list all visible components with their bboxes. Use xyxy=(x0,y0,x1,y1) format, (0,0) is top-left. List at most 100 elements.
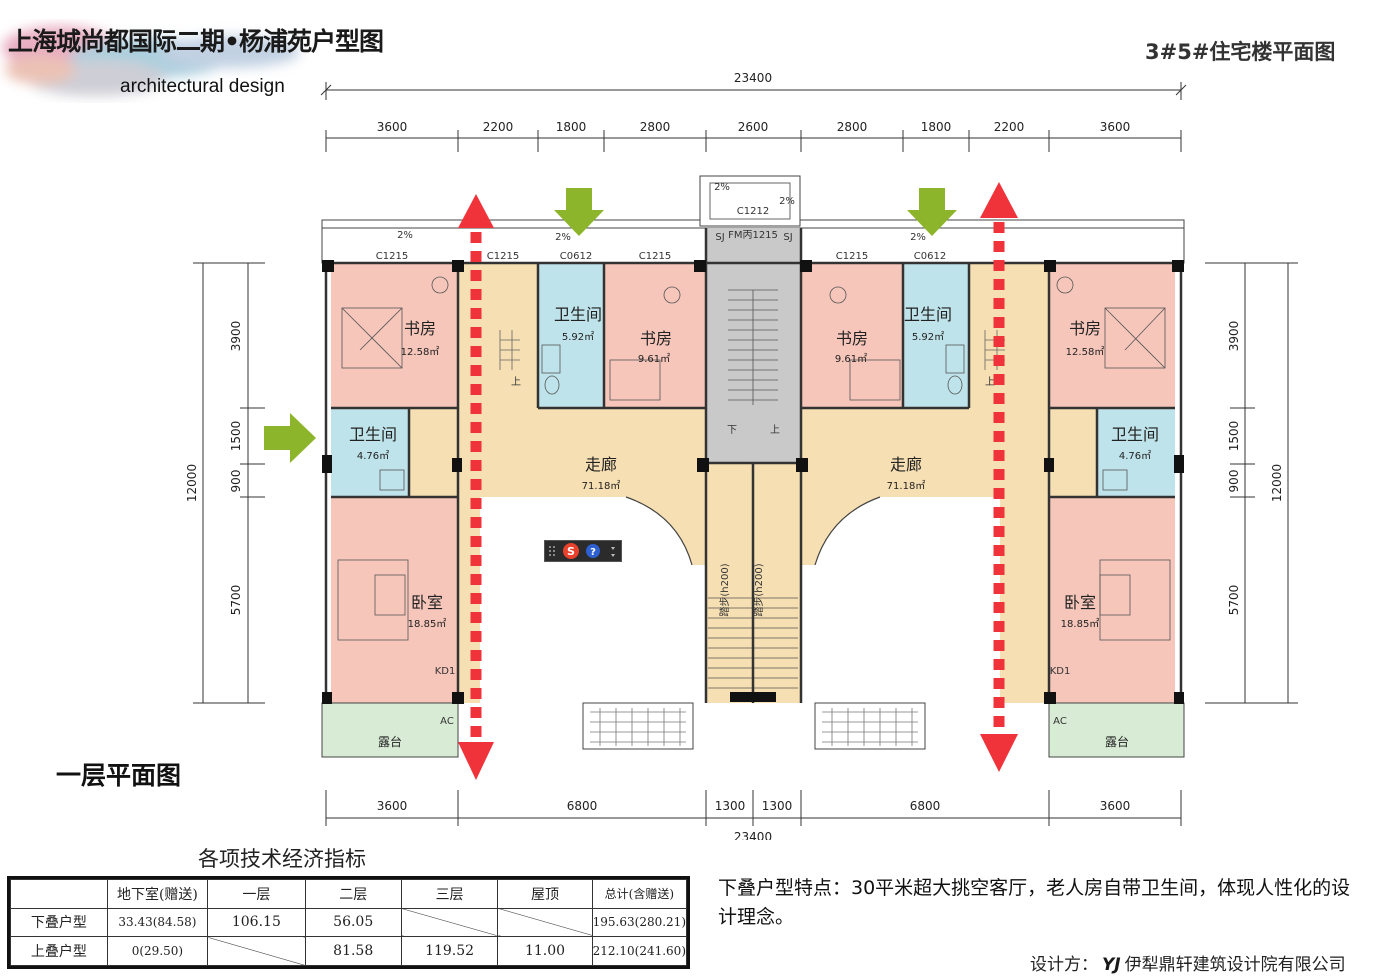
green-arrow-top-right xyxy=(907,188,957,236)
label-corridor-left: 走廊 xyxy=(585,455,617,474)
area-corridor-left: 71.18㎡ xyxy=(582,480,621,492)
room-bath-left-top xyxy=(538,263,604,408)
area-bath-left-top: 5.92㎡ xyxy=(562,331,594,343)
sj-left: SJ xyxy=(715,232,724,243)
room-study-right-mid xyxy=(801,263,903,408)
label-down-core: 下 xyxy=(727,425,737,436)
top-dim-5: 2600 xyxy=(738,120,769,134)
label-up-right: 上 xyxy=(985,376,995,388)
svg-text:S: S xyxy=(567,545,575,558)
top-dim-9: 3600 xyxy=(1100,120,1131,134)
label-bath-left-small: 卫生间 xyxy=(349,425,397,444)
left-dimension-line xyxy=(193,262,265,704)
area-study-right: 12.58㎡ xyxy=(1066,346,1105,358)
table-row: 下叠户型 33.43(84.58) 106.15 56.05 195.63(28… xyxy=(10,907,688,938)
label-study-left: 书房 xyxy=(404,319,436,338)
area-study-left-mid: 9.61㎡ xyxy=(638,353,670,365)
top-dimension-line xyxy=(325,130,1182,152)
page-title: 上海城尚都国际二期•杨浦苑户型图 xyxy=(8,27,384,56)
ime-toolbar[interactable]: S ? xyxy=(544,540,622,562)
top-total-label: 23400 xyxy=(734,71,772,85)
sogou-ime-icon xyxy=(563,543,579,559)
label-terrace-left: 露台 xyxy=(378,734,402,749)
table-cell: 下叠户型 xyxy=(10,907,108,938)
area-study-left: 12.58㎡ xyxy=(401,346,440,358)
brush-decoration xyxy=(2,26,300,96)
help-icon xyxy=(586,544,600,558)
terrace-right xyxy=(1048,702,1185,758)
window-c0612-2: C0612 xyxy=(914,251,946,262)
page-subtitle: architectural design xyxy=(120,76,285,97)
svg-text:?: ? xyxy=(590,547,596,558)
floor-title: 一层平面图 xyxy=(56,761,182,790)
terrace-left xyxy=(321,702,459,758)
right-dim-4: 5700 xyxy=(1227,585,1241,616)
left-dim-2: 1500 xyxy=(229,421,243,452)
room-study-right xyxy=(1049,263,1175,408)
label-ac-left: AC xyxy=(440,716,454,727)
building-title: 3#5#住宅楼平面图 xyxy=(1145,40,1336,64)
table-header-cell: 一层 xyxy=(207,879,306,909)
top-dim-2: 2200 xyxy=(483,120,514,134)
top-dim-6: 2800 xyxy=(837,120,868,134)
table-header-cell: 总计(含赠送) xyxy=(591,879,688,909)
table-cell: 81.58 xyxy=(304,936,402,966)
table-cell: 106.15 xyxy=(207,907,306,938)
label-study-left-mid: 书房 xyxy=(640,329,672,348)
slope-2: 2% xyxy=(779,196,795,207)
area-study-right-mid: 9.61㎡ xyxy=(835,353,867,365)
table-title: 各项技术经济指标 xyxy=(198,847,366,871)
top-dim-4: 2800 xyxy=(640,120,671,134)
label-steps-left: 踏步(h200) xyxy=(718,563,731,616)
window-c1215-1: C1215 xyxy=(376,251,408,262)
table-cell xyxy=(207,936,306,966)
window-c1215-4: C1215 xyxy=(836,251,868,262)
window-c1215-3: C1215 xyxy=(639,251,671,262)
bottom-dim-6: 3600 xyxy=(1100,799,1131,813)
label-up-core: 上 xyxy=(770,424,780,436)
label-kd1-left: KD1 xyxy=(435,666,456,677)
table-header-cell: 地下室(赠送) xyxy=(106,879,209,909)
room-bath-right-small xyxy=(1097,408,1175,497)
label-corridor-right: 走廊 xyxy=(890,455,922,474)
right-dim-2: 1500 xyxy=(1227,421,1241,452)
table-cell: 11.00 xyxy=(497,936,593,966)
table-header-row: 地下室(赠送) 一层 二层 三层 屋顶 总计(含赠送) xyxy=(10,879,688,909)
top-total-dimension xyxy=(320,82,1187,100)
unit-description: 下叠户型特点：30平米超大挑空客厅，老人房自带卫生间，体现人性化的设计理念。 xyxy=(718,877,1351,928)
room-bath-left-small xyxy=(331,408,409,497)
top-dim-8: 2200 xyxy=(994,120,1025,134)
right-dim-1: 3900 xyxy=(1227,321,1241,352)
door-fm1215: FM丙1215 xyxy=(728,230,778,241)
table-cell: 212.10(241.60) xyxy=(591,936,688,966)
area-corridor-right: 71.18㎡ xyxy=(887,480,926,492)
label-bath-right-small: 卫生间 xyxy=(1111,425,1159,444)
window-c1212: C1212 xyxy=(737,206,769,217)
area-bedroom-left: 18.85㎡ xyxy=(408,618,447,630)
slope-3: 2% xyxy=(397,230,413,241)
stair-core xyxy=(706,228,801,463)
stair-steps-core xyxy=(728,289,778,405)
ime-toolbar-graphic: S ? xyxy=(549,543,615,559)
bottom-dimension-line xyxy=(325,790,1182,826)
sj-right: SJ xyxy=(783,232,792,243)
economic-indicators-table: 地下室(赠送) 一层 二层 三层 屋顶 总计(含赠送) 下叠户型 33.43(8… xyxy=(7,876,690,969)
balcony-grid-right xyxy=(814,702,926,750)
room-study-left xyxy=(331,263,458,408)
area-bath-right-small: 4.76㎡ xyxy=(1119,450,1151,462)
stair-tower-top xyxy=(699,175,801,227)
table-cell: 0(29.50) xyxy=(106,936,209,966)
label-ac-right: AC xyxy=(1053,716,1067,727)
table-cell: 56.05 xyxy=(304,907,402,938)
label-study-right-mid: 书房 xyxy=(836,329,868,348)
bottom-total-label: 23400 xyxy=(734,830,772,840)
area-bedroom-right: 18.85㎡ xyxy=(1061,618,1100,630)
room-bedroom-left xyxy=(331,497,458,703)
bottom-dim-5: 6800 xyxy=(910,799,941,813)
table-header-cell: 三层 xyxy=(400,879,499,909)
area-bath-right-top: 5.92㎡ xyxy=(912,331,944,343)
red-arrow-right xyxy=(980,182,1018,772)
table-cell xyxy=(400,907,499,938)
top-dim-3: 1800 xyxy=(556,120,587,134)
green-arrow-top-left xyxy=(554,188,604,236)
